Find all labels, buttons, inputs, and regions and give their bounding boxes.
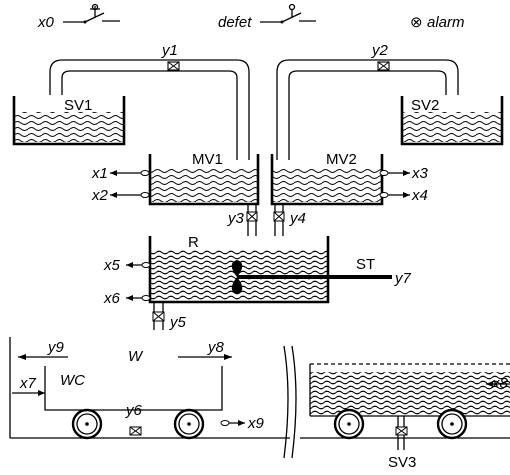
label-WC: WC [60,372,85,389]
label-y5: y5 [169,314,187,331]
vessel-mv1: MV1 x1 x2 [91,151,260,206]
label-R: R [188,234,199,251]
label-x4: x4 [411,187,428,204]
label-y2: y2 [371,42,389,59]
label-y6: y6 [125,402,143,419]
label-y1: y1 [161,42,178,59]
label-alarm: alarm [427,14,465,31]
label-y8: y8 [207,339,225,356]
wagon-full: x8 SV3 [309,363,510,471]
label-x6: x6 [103,290,121,307]
alarm-icon: ⊗ [410,14,423,31]
tank-sv1: SV1 [12,96,126,146]
pipe-sv2-mv2: y2 [276,42,459,160]
label-W: W [128,348,144,365]
label-x2: x2 [91,187,109,204]
label-SV1: SV1 [64,97,92,114]
label-y7: y7 [394,270,412,287]
switch-defet: defet [218,3,316,31]
label-x5: x5 [103,257,121,274]
pipe-mv1-r: y3 [227,204,258,236]
label-y3: y3 [227,210,245,227]
pipe-mv2-r: y4 [273,204,306,236]
pipe-r-out: y5 [152,302,187,331]
label-defet: defet [218,14,252,31]
label-SV2: SV2 [411,97,439,114]
label-ST: ST [356,256,375,273]
label-y9: y9 [47,339,65,356]
alarm-indicator: ⊗ alarm [410,14,465,31]
label-x7: x7 [19,375,37,392]
reactor-r: R x5 x6 [103,234,330,307]
wagon-w: W WC y9 y8 x7 y6 x9 [12,339,265,440]
stirrer-st: ST y7 [231,256,412,294]
tank-sv2: SV2 [400,96,504,146]
label-x1: x1 [91,165,108,182]
label-MV2: MV2 [326,151,357,168]
label-SV3: SV3 [388,454,416,471]
label-y4: y4 [289,210,306,227]
switch-x0: x0 [37,3,120,31]
break-marks [283,345,297,459]
label-x3: x3 [411,165,429,182]
label-x0: x0 [37,14,55,31]
pipe-sv1-mv1: y1 [49,42,250,160]
label-x9: x9 [247,415,265,432]
label-x8: x8 [491,375,509,392]
label-MV1: MV1 [192,151,223,168]
vessel-mv2: MV2 x3 x4 [270,151,429,206]
